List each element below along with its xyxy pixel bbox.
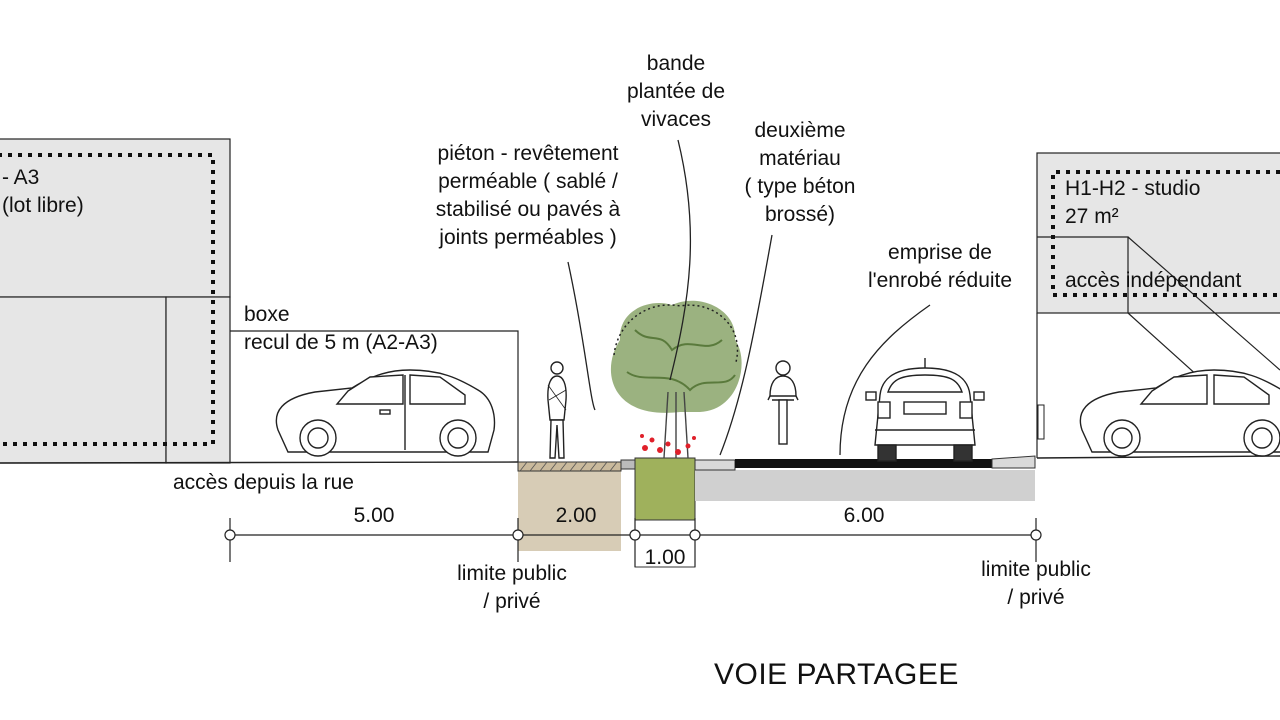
label-deuxieme-line2: matériau (759, 147, 841, 170)
label-pieton-line3: stabilisé ou pavés à (435, 198, 621, 221)
right-house (1036, 152, 1280, 459)
cyclist (767, 360, 799, 445)
label-h1h2-line1: H1-H2 - studio (1065, 177, 1201, 200)
dim-voie: 6.00 (843, 504, 885, 527)
label-h1h2-line2: 27 m² (1065, 205, 1119, 228)
label-pieton: piéton - revêtement perméable ( sablé / … (414, 140, 642, 252)
left-house (0, 138, 231, 464)
label-bande-line2: plantée de (626, 80, 726, 103)
label-emprise-line1: emprise de (888, 241, 992, 264)
label-pieton-line1: piéton - revêtement (437, 142, 619, 165)
leader-lines (567, 139, 931, 456)
label-lot-left-line2: (lot libre) (2, 194, 84, 217)
label-deuxieme-line1: deuxième (754, 119, 846, 142)
label-boxe-line2: recul de 5 m (A2-A3) (244, 331, 438, 354)
label-lot-left: - A3 (lot libre) (2, 164, 84, 220)
label-emprise: emprise de l'enrobé réduite (850, 239, 1030, 295)
label-h1h2-studio: H1-H2 - studio 27 m² (1065, 175, 1200, 231)
label-bande: bande plantée de vivaces (610, 50, 742, 134)
sidewalk (517, 459, 636, 551)
label-lot-left-line1: - A3 (2, 166, 40, 189)
label-limite-right: limite public / privé (956, 556, 1116, 612)
label-acces-independant: accès indépendant (1065, 269, 1242, 292)
shrub-tree (610, 300, 742, 459)
dimension-line (224, 518, 1042, 567)
car-side-right (1079, 369, 1280, 457)
label-bande-line1: bande (646, 52, 706, 75)
dim-bande: 1.00 (644, 546, 686, 569)
car-rear (865, 358, 985, 462)
garage-boxe (230, 330, 519, 462)
car-side-left (275, 369, 496, 457)
label-boxe: boxe recul de 5 m (A2-A3) (244, 301, 438, 357)
label-emprise-line2: l'enrobé réduite (867, 269, 1013, 292)
label-deuxieme-materiau: deuxième matériau ( type béton brossé) (735, 117, 865, 229)
label-limite-right-line1: limite public (981, 558, 1091, 581)
ground-line-left (0, 461, 519, 464)
label-deuxieme-line3: ( type béton (744, 175, 856, 198)
roadway (694, 455, 1036, 501)
label-bande-line3: vivaces (640, 108, 712, 131)
label-boxe-line1: boxe (244, 303, 290, 326)
dim-recul: 5.00 (353, 504, 395, 527)
label-limite-right-line2: / privé (1007, 586, 1065, 609)
label-pieton-line4: joints perméables ) (439, 226, 617, 249)
label-limite-left: limite public / privé (432, 560, 592, 616)
label-pieton-line2: perméable ( sablé / (438, 170, 618, 193)
label-limite-left-line1: limite public (457, 562, 567, 585)
section-title: VOIE PARTAGEE (714, 658, 959, 691)
label-limite-left-line2: / privé (483, 590, 541, 613)
label-acces-rue: accès depuis la rue (173, 471, 354, 494)
pedestrian (547, 361, 567, 459)
dim-pieton: 2.00 (555, 504, 597, 527)
label-deuxieme-line4: brossé) (764, 203, 836, 226)
